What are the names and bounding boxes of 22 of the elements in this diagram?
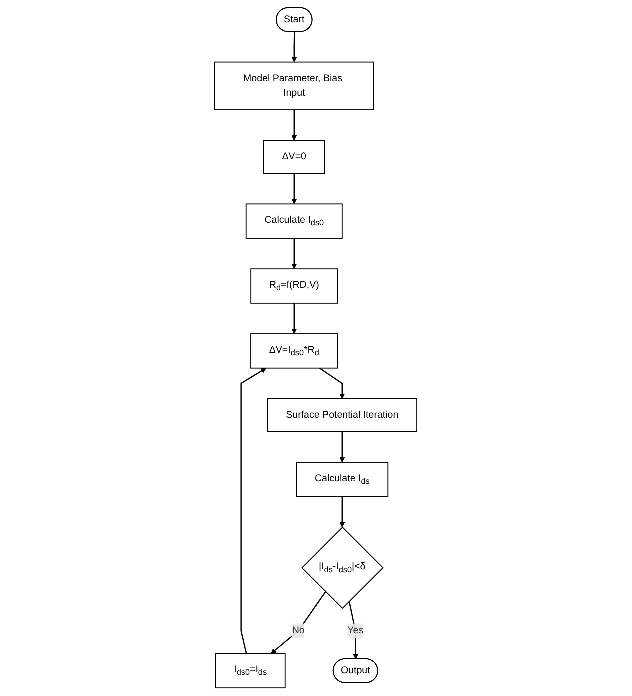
edge-label: Yes [348,626,364,636]
arrow [340,496,346,528]
arrow [271,592,326,654]
arrow [319,368,346,400]
arrow [292,32,298,63]
node-box: I$_{ds0}$=I$_{ds}$ [215,653,286,689]
edge-label: No [292,626,305,636]
node-box: Calculate I$_{ds0}$ [246,204,343,239]
node-box: ΔV=0 [264,140,326,174]
arrow [240,368,267,654]
arrow [292,110,298,141]
arrow [292,238,298,270]
node-box: ΔV=I$_{ds0}$*R$_{d}$ [250,334,338,369]
node-box: R$_{d}$=f(RD,V) [250,268,338,304]
node-box: Calculate I$_{ds}$ [296,462,389,498]
node-diamond: |I$_{ds}$-I$_{ds0}$|<δ [302,526,384,610]
arrow [348,601,359,660]
arrow [292,174,298,204]
arrow [340,432,346,463]
arrow [292,303,298,334]
node-box: Surface Potential Iteration [267,398,418,432]
node-box: Model Parameter, Bias Input [214,62,374,110]
